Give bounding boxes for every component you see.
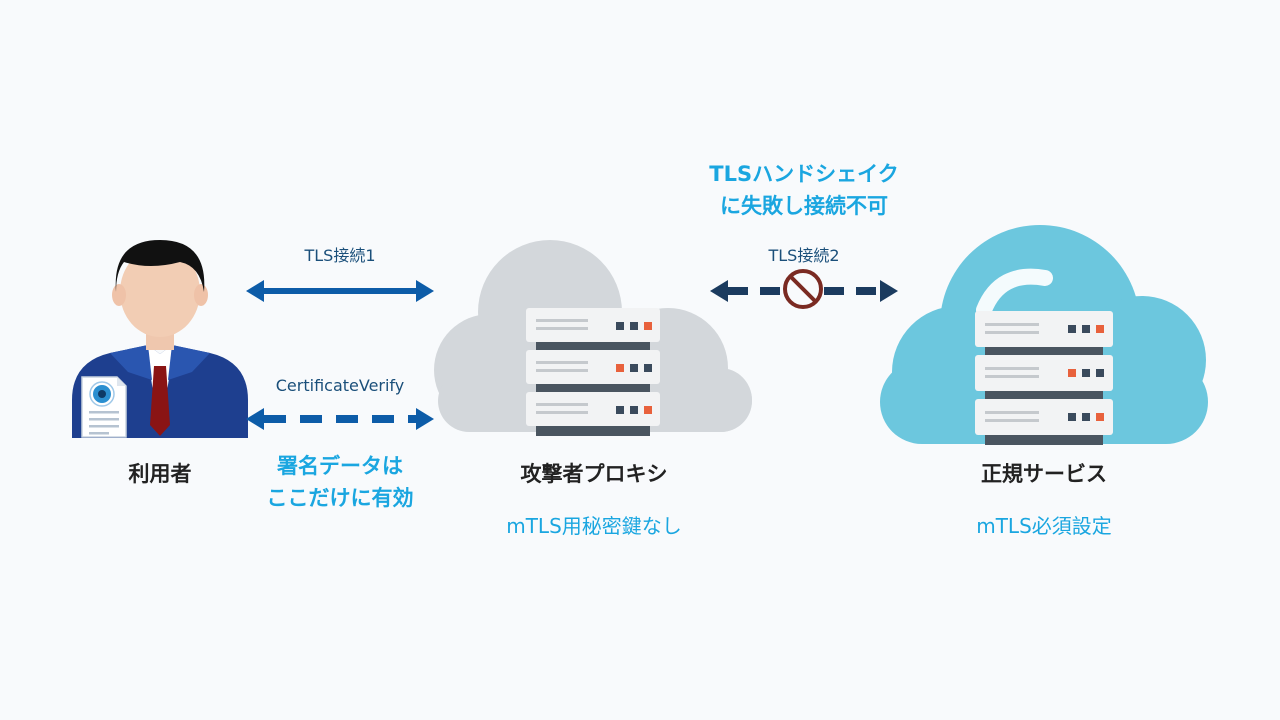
prohibition-icon (782, 268, 824, 310)
user-label: 利用者 (128, 462, 192, 486)
signature-line-1: 署名データは (277, 454, 403, 478)
service-server-rack (975, 311, 1113, 445)
tls2-blocked-arrow (710, 268, 898, 310)
cert-verify-label: CertificateVerify (275, 376, 405, 395)
handshake-fail-note: TLSハンドシェイク に失敗し接続不可 (709, 158, 898, 222)
proxy-note: mTLS用秘密鍵なし (506, 514, 682, 538)
handshake-line-2: に失敗し接続不可 (719, 194, 888, 218)
signature-note: 署名データは ここだけに有効 (267, 450, 414, 514)
proxy-label: 攻撃者プロキシ (520, 462, 668, 486)
tls1-double-arrow (246, 280, 434, 302)
signature-line-2: ここだけに有効 (266, 486, 414, 510)
service-cloud-server-icon (880, 225, 1208, 445)
proxy-cloud-server-icon (434, 240, 752, 436)
user-icon (72, 240, 248, 438)
cert-verify-dashed-arrow (246, 408, 434, 430)
tls1-label: TLS接続1 (304, 246, 376, 265)
tls2-label: TLS接続2 (768, 246, 840, 265)
service-label: 正規サービス (981, 462, 1107, 486)
service-note: mTLS必須設定 (976, 514, 1112, 538)
certificate-icon (81, 376, 127, 438)
handshake-line-1: TLSハンドシェイク (709, 162, 899, 186)
proxy-server-rack (526, 308, 660, 436)
